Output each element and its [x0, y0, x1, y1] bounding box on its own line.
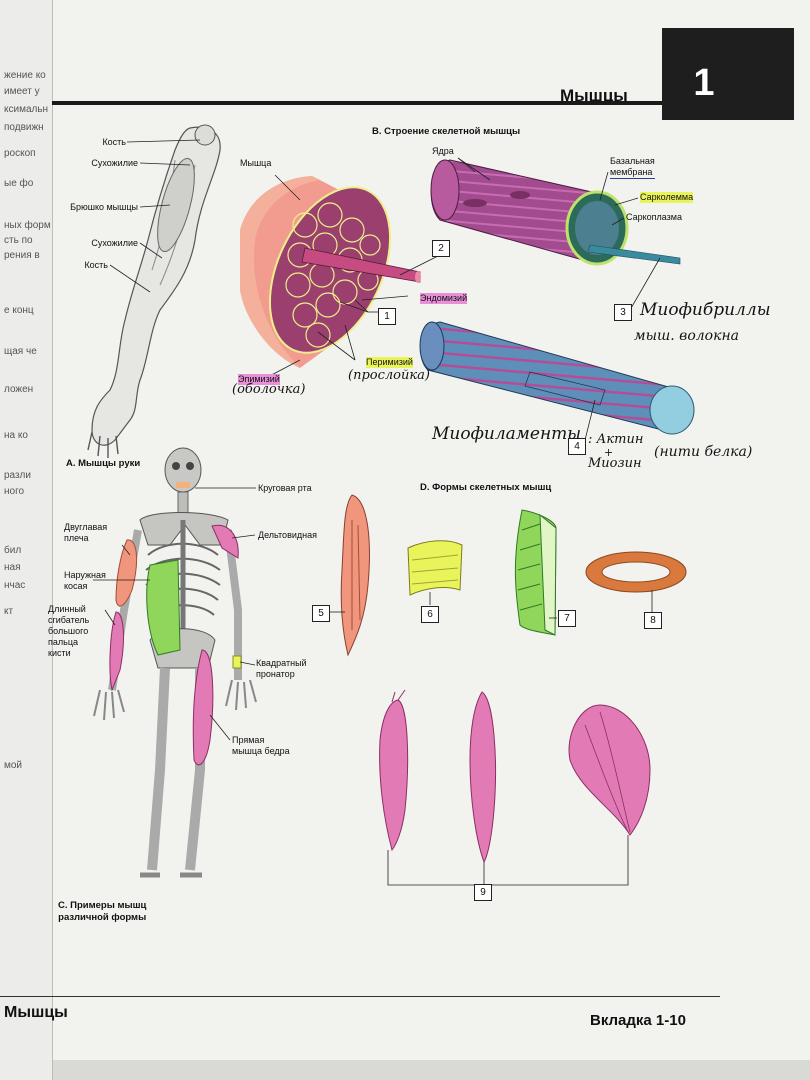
label-pronator: Квадратный пронатор [256, 658, 307, 680]
footer-rule [0, 996, 720, 997]
callout-8: 8 [644, 612, 662, 629]
anatomy-illustrations [0, 0, 810, 1000]
handwritten-perimysium-note: (прослойка) [348, 368, 430, 383]
label-belly: Брюшко мышцы [40, 202, 138, 213]
label-orbicularis-oris: Круговая рта [258, 483, 312, 494]
circular-muscle [586, 552, 686, 592]
label-sarcolemma: Сарколемма [640, 192, 693, 203]
label-basal-membrane: Базальная мембрана [610, 156, 655, 179]
handwritten-myosin: Миозин [588, 456, 642, 471]
label-flexor-pollicis: Длинный сгибатель большого пальца кисти [48, 604, 89, 659]
handwritten-actin: : Актин [588, 432, 643, 447]
footer-title: Мышцы [4, 1004, 68, 1022]
callout-1: 1 [378, 308, 396, 325]
handwritten-filament-note: (нити белка) [654, 444, 752, 460]
label-bone-bottom: Кость [60, 260, 108, 271]
label-tendon-top: Сухожилие [50, 158, 138, 169]
pennate-muscle [515, 510, 556, 635]
label-muscle: Мышца [240, 158, 271, 169]
handwritten-epimysium-note: (оболочка) [232, 382, 305, 397]
arm-illustration [88, 125, 220, 458]
handwritten-myofilaments: Миофиламенты [432, 424, 581, 444]
label-rectus-femoris: Прямая мышца бедра [232, 735, 290, 757]
callout-7: 7 [558, 610, 576, 627]
callout-6: 6 [421, 606, 439, 623]
spindle-muscle [470, 692, 496, 862]
label-sarcoplasm: Саркоплазма [626, 212, 682, 223]
callout-9: 9 [474, 884, 492, 901]
parallel-muscle [408, 541, 462, 595]
fusiform-muscle [341, 495, 369, 655]
label-deltoid: Дельтовидная [258, 530, 317, 541]
label-tendon-bottom: Сухожилие [50, 238, 138, 249]
label-endomysium: Эндомизий [420, 293, 467, 304]
label-perimysium: Перимизий [366, 357, 413, 368]
callout-5: 5 [312, 605, 330, 622]
label-biceps: Двуглавая плеча [64, 522, 107, 544]
section-c-title: C. Примеры мышц различной формы [58, 900, 146, 924]
footer-plate-number: Вкладка 1-10 [590, 1012, 686, 1029]
callout-3: 3 [614, 304, 632, 321]
broad-muscle [569, 705, 650, 835]
section-a-title: A. Мышцы руки [66, 458, 140, 470]
section-b-title: B. Строение скелетной мышцы [372, 126, 520, 138]
label-nuclei: Ядра [432, 146, 454, 157]
skeleton-figure [94, 448, 256, 875]
section-d-title: D. Формы скелетных мышц [420, 482, 551, 494]
label-external-oblique: Наружная косая [64, 570, 106, 592]
handwritten-myofibrils: Миофибриллы [640, 300, 771, 320]
label-bone-top: Кость [70, 137, 126, 148]
handwritten-myofibrils-note: мыш. волокна [634, 328, 739, 344]
bicipital-muscle [380, 690, 408, 850]
callout-2: 2 [432, 240, 450, 257]
